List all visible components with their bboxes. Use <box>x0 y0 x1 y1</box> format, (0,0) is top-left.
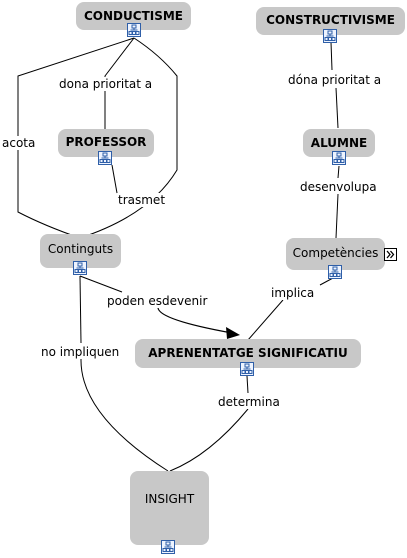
link-line <box>246 375 249 394</box>
link-line <box>337 165 340 179</box>
link-label-dona-prioritat: dona prioritat a <box>58 77 154 91</box>
link-label-desenvolupa: desenvolupa <box>299 180 378 194</box>
link-label-implica: implica <box>270 286 316 300</box>
link-line <box>169 408 249 472</box>
concept-conductisme[interactable]: CONDUCTISME <box>76 2 191 30</box>
concept-constructivisme[interactable]: CONSTRUCTIVISME <box>256 7 405 35</box>
link-label-determina: determina <box>217 395 281 409</box>
concept-map-resource-icon[interactable] <box>161 540 175 554</box>
link-line <box>319 277 334 286</box>
link-line <box>80 358 169 472</box>
concept-competencies[interactable]: Competències <box>286 238 385 270</box>
arrow-head <box>226 327 240 339</box>
concept-label: Continguts <box>47 242 114 256</box>
concept-map-resource-icon[interactable] <box>73 261 87 275</box>
link-line <box>104 37 135 129</box>
concept-map-resource-icon[interactable] <box>332 151 346 165</box>
link-line <box>330 41 333 71</box>
link-line <box>111 164 118 194</box>
link-label-no-impliquen: no impliquen <box>40 345 121 359</box>
concept-map-resource-icon[interactable] <box>323 29 337 43</box>
concept-label: CONDUCTISME <box>84 9 183 23</box>
concept-map-resource-icon[interactable] <box>328 265 342 279</box>
link-line <box>335 193 339 239</box>
link-label-trasmet: trasmet <box>117 193 167 207</box>
link-label-acota: acota <box>1 136 37 150</box>
link-line <box>79 37 178 239</box>
concept-label: Competències <box>292 246 379 260</box>
link-line <box>79 275 123 293</box>
link-line <box>79 275 82 344</box>
concept-label: APRENENTATGE SIGNIFICATIU <box>148 346 348 360</box>
concept-insight[interactable]: INSIGHT <box>130 471 209 545</box>
concept-label: CONSTRUCTIVISME <box>266 13 395 27</box>
expand-arrow-icon[interactable] <box>384 248 397 261</box>
link-line <box>247 299 284 341</box>
link-label-dona-prioritat-constructivisme: dóna prioritat a <box>287 73 383 87</box>
concept-label: INSIGHT <box>144 492 195 506</box>
concept-map-resource-icon[interactable] <box>127 23 141 37</box>
concept-label: ALUMNE <box>310 136 368 150</box>
link-label-poden-esdevenir: poden esdevenir <box>106 294 209 308</box>
link-line <box>17 37 135 239</box>
concept-label: PROFESSOR <box>65 135 147 149</box>
concept-map-resource-icon[interactable] <box>98 151 112 165</box>
concept-map-resource-icon[interactable] <box>240 362 254 376</box>
link-line <box>157 307 233 334</box>
link-line <box>335 87 339 129</box>
